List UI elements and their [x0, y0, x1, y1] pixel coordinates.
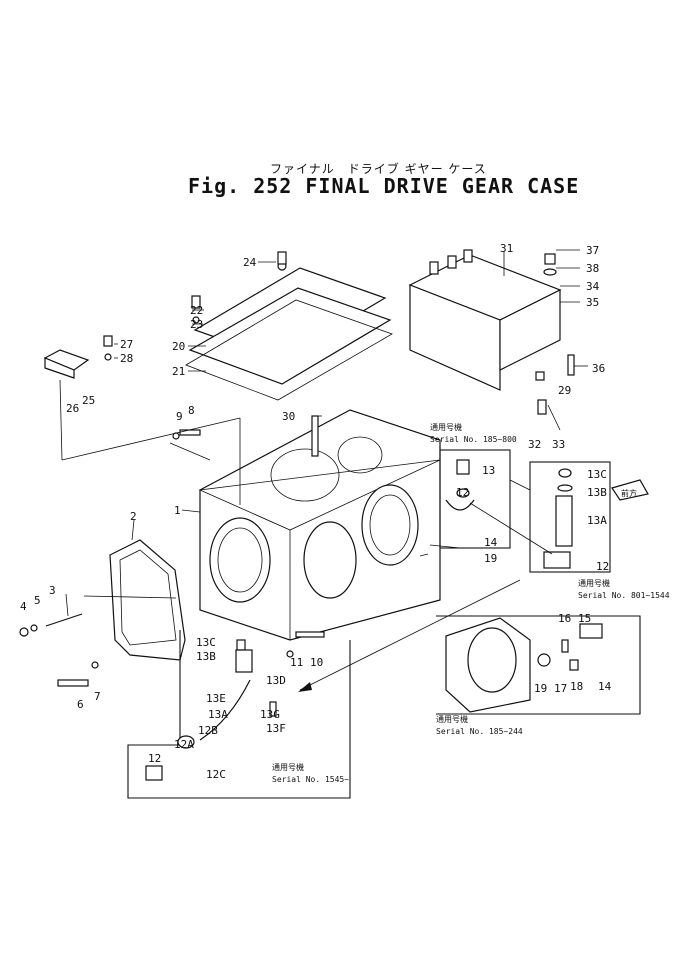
callout-22: 22: [190, 304, 203, 317]
callout-38: 38: [586, 262, 599, 275]
leader-lines: [59, 249, 588, 692]
gasket: [109, 539, 186, 661]
callout-15: 15: [578, 612, 591, 625]
callout-25: 25: [82, 394, 95, 407]
top-right-cover: [408, 249, 575, 415]
callout-14a: 14: [484, 536, 498, 549]
callout-12A: 12A: [174, 738, 194, 751]
callout-37: 37: [586, 244, 599, 257]
callout-31: 31: [500, 242, 513, 255]
callout-27: 27: [120, 338, 133, 351]
callout-13B-1: 13B: [587, 486, 607, 499]
callout-9: 9: [176, 410, 183, 423]
callout-4: 4: [20, 600, 27, 613]
callout-12a: 12: [456, 486, 469, 499]
note-2-jp: 通用号機: [578, 578, 610, 588]
callout-13D: 13D: [266, 674, 286, 687]
callout-8: 8: [188, 404, 195, 417]
callout-32: 32: [528, 438, 541, 451]
callout-23: 23: [190, 318, 203, 331]
callout-24: 24: [243, 256, 257, 269]
callout-11: 11: [290, 656, 303, 669]
callout-13C-1: 13C: [587, 468, 607, 481]
title-kana: ファイナル ドライブ ギヤー ケース: [270, 162, 487, 176]
callout-34: 34: [586, 280, 600, 293]
note-1-serial: Serial No. 185~800: [430, 435, 517, 444]
callout-5: 5: [34, 594, 41, 607]
callout-10: 10: [310, 656, 323, 669]
callout-26: 26: [66, 402, 79, 415]
figure-title: Fig. 252 FINAL DRIVE GEAR CASE: [188, 174, 580, 198]
callout-12B: 12B: [198, 724, 218, 737]
callout-12C: 12C: [206, 768, 226, 781]
callout-33: 33: [552, 438, 565, 451]
inset-serial-1545: [127, 630, 351, 799]
callout-19a: 19: [484, 552, 497, 565]
inset-serial-185-244: [436, 615, 641, 715]
callout-13A-2: 13A: [208, 708, 228, 721]
inset-serial-185-800: [439, 449, 511, 549]
callout-3: 3: [49, 584, 56, 597]
callout-labels: 1 2 3 4 5 6 7 8 9 10 11 12 12 12 12A 12B…: [20, 242, 612, 781]
left-fasteners: [19, 429, 325, 687]
note-2-serial: Serial No. 801~1544: [578, 591, 670, 600]
callout-13C-2: 13C: [196, 636, 216, 649]
note-3-jp: 通用号機: [436, 714, 468, 724]
note-1-jp: 通用号機: [430, 422, 462, 432]
callout-14b: 14: [598, 680, 612, 693]
front-tag: 前方: [621, 488, 637, 498]
callout-16: 16: [558, 612, 571, 625]
callout-13B-2: 13B: [196, 650, 216, 663]
callout-13F: 13F: [266, 722, 286, 735]
callout-20: 20: [172, 340, 185, 353]
callout-13G: 13G: [260, 708, 280, 721]
inset-serial-801-1544: [529, 461, 649, 573]
callout-13: 13: [482, 464, 495, 477]
callout-13A-1: 13A: [587, 514, 607, 527]
callout-12c: 12: [148, 752, 161, 765]
serial-notes: 通用号機 Serial No. 185~800 通用号機 Serial No. …: [272, 422, 670, 784]
callout-7: 7: [94, 690, 101, 703]
callout-35: 35: [586, 296, 599, 309]
gear-case-body: [198, 409, 441, 641]
callout-36: 36: [592, 362, 605, 375]
callout-6: 6: [77, 698, 84, 711]
callout-21: 21: [172, 365, 185, 378]
cover-plate: [185, 251, 393, 401]
callout-29: 29: [558, 384, 571, 397]
callout-18: 18: [570, 680, 583, 693]
small-bracket: [43, 335, 113, 379]
callout-2: 2: [130, 510, 137, 523]
callout-13E: 13E: [206, 692, 226, 705]
callout-30: 30: [282, 410, 295, 423]
note-4-serial: Serial No. 1545~: [272, 775, 349, 784]
callout-1: 1: [174, 504, 181, 517]
callout-12b: 12: [596, 560, 609, 573]
note-3-serial: Serial No. 185~244: [436, 727, 523, 736]
callout-28: 28: [120, 352, 133, 365]
note-4-jp: 通用号機: [272, 762, 304, 772]
callout-17: 17: [554, 682, 567, 695]
callout-19b: 19: [534, 682, 547, 695]
